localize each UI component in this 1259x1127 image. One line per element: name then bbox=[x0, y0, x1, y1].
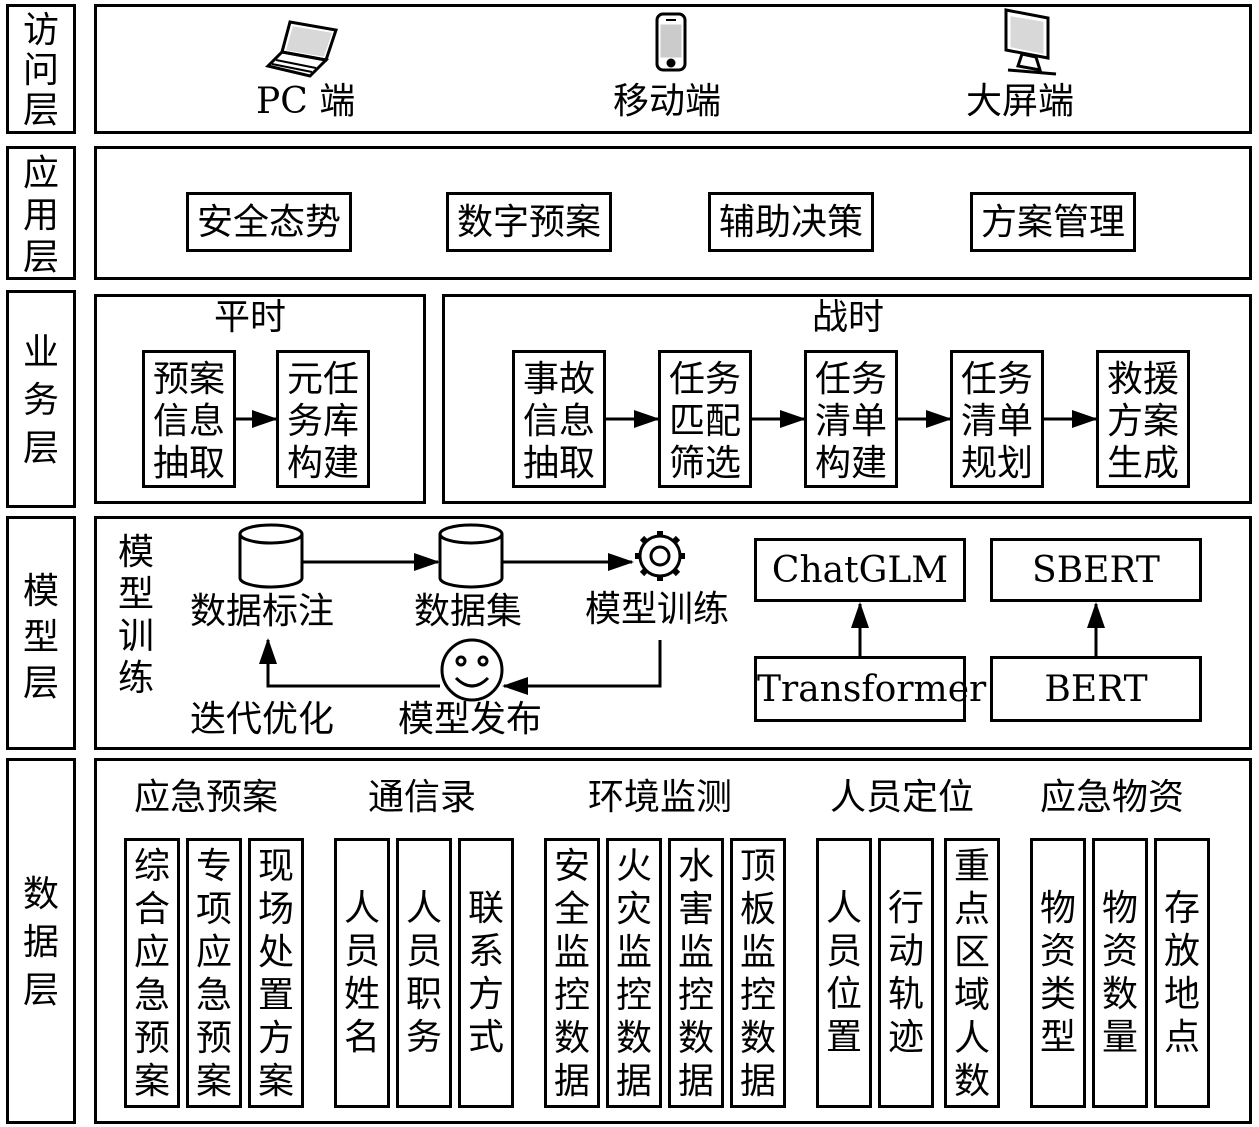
data-item-box: 人 员 位 置 bbox=[816, 838, 872, 1108]
model-iterate-label: 迭代优化 bbox=[190, 699, 335, 740]
business-wartime-title: 战时 bbox=[812, 297, 885, 338]
data-item-label: 联 系 方 式 bbox=[467, 888, 504, 1058]
business-step-label: 元任 务库 构建 bbox=[286, 359, 359, 484]
model-training-label: 模 型 训 练 bbox=[117, 532, 154, 699]
app-item-label: 数字预案 bbox=[456, 202, 601, 243]
data-item-label: 安 全 监 控 数 据 bbox=[553, 846, 590, 1102]
layer-label-model-text: 模 型 层 bbox=[22, 571, 59, 704]
layer-label-data-text: 数 据 层 bbox=[22, 874, 59, 1011]
layer-label-business: 业 务 层 bbox=[6, 290, 76, 508]
business-step-meta-task-library: 元任 务库 构建 bbox=[276, 350, 370, 488]
data-item-label: 行 动 轨 迹 bbox=[887, 888, 924, 1058]
business-step-task-matching: 任务 匹配 筛选 bbox=[658, 350, 752, 488]
data-item-label: 水 害 监 控 数 据 bbox=[677, 846, 714, 1102]
data-item-label: 专 项 应 急 预 案 bbox=[195, 846, 232, 1102]
app-item-label: 方案管理 bbox=[980, 202, 1125, 243]
app-item-label: 安全态势 bbox=[196, 202, 341, 243]
layer-label-business-text: 业 务 层 bbox=[22, 332, 59, 469]
data-item-box: 现 场 处 置 方 案 bbox=[248, 838, 304, 1108]
model-publish-label: 模型发布 bbox=[398, 699, 543, 740]
data-item-box: 火 灾 监 控 数 据 bbox=[606, 838, 662, 1108]
business-step-rescue-plan-generation: 救援 方案 生成 bbox=[1096, 350, 1190, 488]
data-group-title-emergency-plan: 应急预案 bbox=[134, 777, 279, 818]
business-step-label: 任务 匹配 筛选 bbox=[668, 359, 741, 484]
business-step-label: 事故 信息 抽取 bbox=[522, 359, 595, 484]
data-item-box: 安 全 监 控 数 据 bbox=[544, 838, 600, 1108]
data-item-label: 人 员 职 务 bbox=[405, 888, 442, 1058]
data-item-label: 物 资 类 型 bbox=[1039, 888, 1076, 1058]
model-chatglm-label: ChatGLM bbox=[771, 550, 949, 591]
data-item-box: 综 合 应 急 预 案 bbox=[124, 838, 180, 1108]
data-item-label: 人 员 位 置 bbox=[825, 888, 862, 1058]
app-item-label: 辅助决策 bbox=[718, 202, 863, 243]
data-item-box: 行 动 轨 迹 bbox=[878, 838, 934, 1108]
model-chatglm-box: ChatGLM bbox=[754, 538, 966, 602]
model-annotation-label: 数据标注 bbox=[190, 591, 335, 632]
layer-label-model: 模 型 层 bbox=[6, 516, 76, 750]
app-item-plan-management: 方案管理 bbox=[970, 192, 1136, 252]
data-item-box: 重 点 区 域 人 数 bbox=[944, 838, 1000, 1108]
data-group-title-contacts: 通信录 bbox=[368, 777, 477, 818]
access-pc-label: PC 端 bbox=[256, 81, 356, 122]
data-item-label: 现 场 处 置 方 案 bbox=[257, 846, 294, 1102]
data-item-label: 重 点 区 域 人 数 bbox=[953, 846, 990, 1102]
business-step-label: 任务 清单 构建 bbox=[814, 359, 887, 484]
data-item-label: 火 灾 监 控 数 据 bbox=[615, 846, 652, 1102]
layer-label-data: 数 据 层 bbox=[6, 758, 76, 1124]
data-group-title-personnel-positioning: 人员定位 bbox=[830, 777, 975, 818]
model-bert-label: BERT bbox=[1044, 669, 1148, 710]
data-item-box: 水 害 监 控 数 据 bbox=[668, 838, 724, 1108]
data-item-box: 联 系 方 式 bbox=[458, 838, 514, 1108]
data-item-box: 人 员 姓 名 bbox=[334, 838, 390, 1108]
data-item-box: 专 项 应 急 预 案 bbox=[186, 838, 242, 1108]
business-step-label: 救援 方案 生成 bbox=[1106, 359, 1179, 484]
model-transformer-box: Transformer bbox=[754, 656, 987, 722]
data-item-label: 顶 板 监 控 数 据 bbox=[739, 846, 776, 1102]
data-item-label: 人 员 姓 名 bbox=[343, 888, 380, 1058]
business-step-label: 预案 信息 抽取 bbox=[152, 359, 225, 484]
layer-label-application: 应 用 层 bbox=[6, 146, 76, 280]
data-item-box: 顶 板 监 控 数 据 bbox=[730, 838, 786, 1108]
app-item-security-situation: 安全态势 bbox=[186, 192, 352, 252]
data-item-box: 物 资 数 量 bbox=[1092, 838, 1148, 1108]
data-item-box: 人 员 职 务 bbox=[396, 838, 452, 1108]
layer-label-application-text: 应 用 层 bbox=[22, 153, 59, 278]
data-group-title-env-monitoring: 环境监测 bbox=[588, 777, 733, 818]
data-item-box: 存 放 地 点 bbox=[1154, 838, 1210, 1108]
app-item-digital-plan: 数字预案 bbox=[446, 192, 612, 252]
access-bigscreen-label: 大屏端 bbox=[966, 81, 1075, 122]
business-step-accident-info-extraction: 事故 信息 抽取 bbox=[512, 350, 606, 488]
access-mobile-label: 移动端 bbox=[613, 81, 722, 122]
data-item-label: 综 合 应 急 预 案 bbox=[133, 846, 170, 1102]
business-step-task-list-build: 任务 清单 构建 bbox=[804, 350, 898, 488]
data-item-box: 物 资 类 型 bbox=[1030, 838, 1086, 1108]
data-item-label: 物 资 数 量 bbox=[1101, 888, 1138, 1058]
model-training-step-label: 模型训练 bbox=[585, 589, 730, 630]
model-dataset-label: 数据集 bbox=[414, 591, 523, 632]
data-group-title-emergency-supplies: 应急物资 bbox=[1040, 777, 1185, 818]
model-transformer-label: Transformer bbox=[757, 669, 987, 710]
app-item-decision-support: 辅助决策 bbox=[708, 192, 874, 252]
model-bert-box: BERT bbox=[990, 656, 1202, 722]
business-step-label: 任务 清单 规划 bbox=[960, 359, 1033, 484]
business-peacetime-title: 平时 bbox=[214, 297, 287, 338]
model-sbert-label: SBERT bbox=[1032, 550, 1160, 591]
business-step-plan-info-extraction: 预案 信息 抽取 bbox=[142, 350, 236, 488]
layer-label-access: 访 问 层 bbox=[6, 4, 76, 134]
model-sbert-box: SBERT bbox=[990, 538, 1202, 602]
layer-label-access-text: 访 问 层 bbox=[22, 10, 59, 131]
business-step-task-list-planning: 任务 清单 规划 bbox=[950, 350, 1044, 488]
data-item-label: 存 放 地 点 bbox=[1163, 888, 1200, 1058]
